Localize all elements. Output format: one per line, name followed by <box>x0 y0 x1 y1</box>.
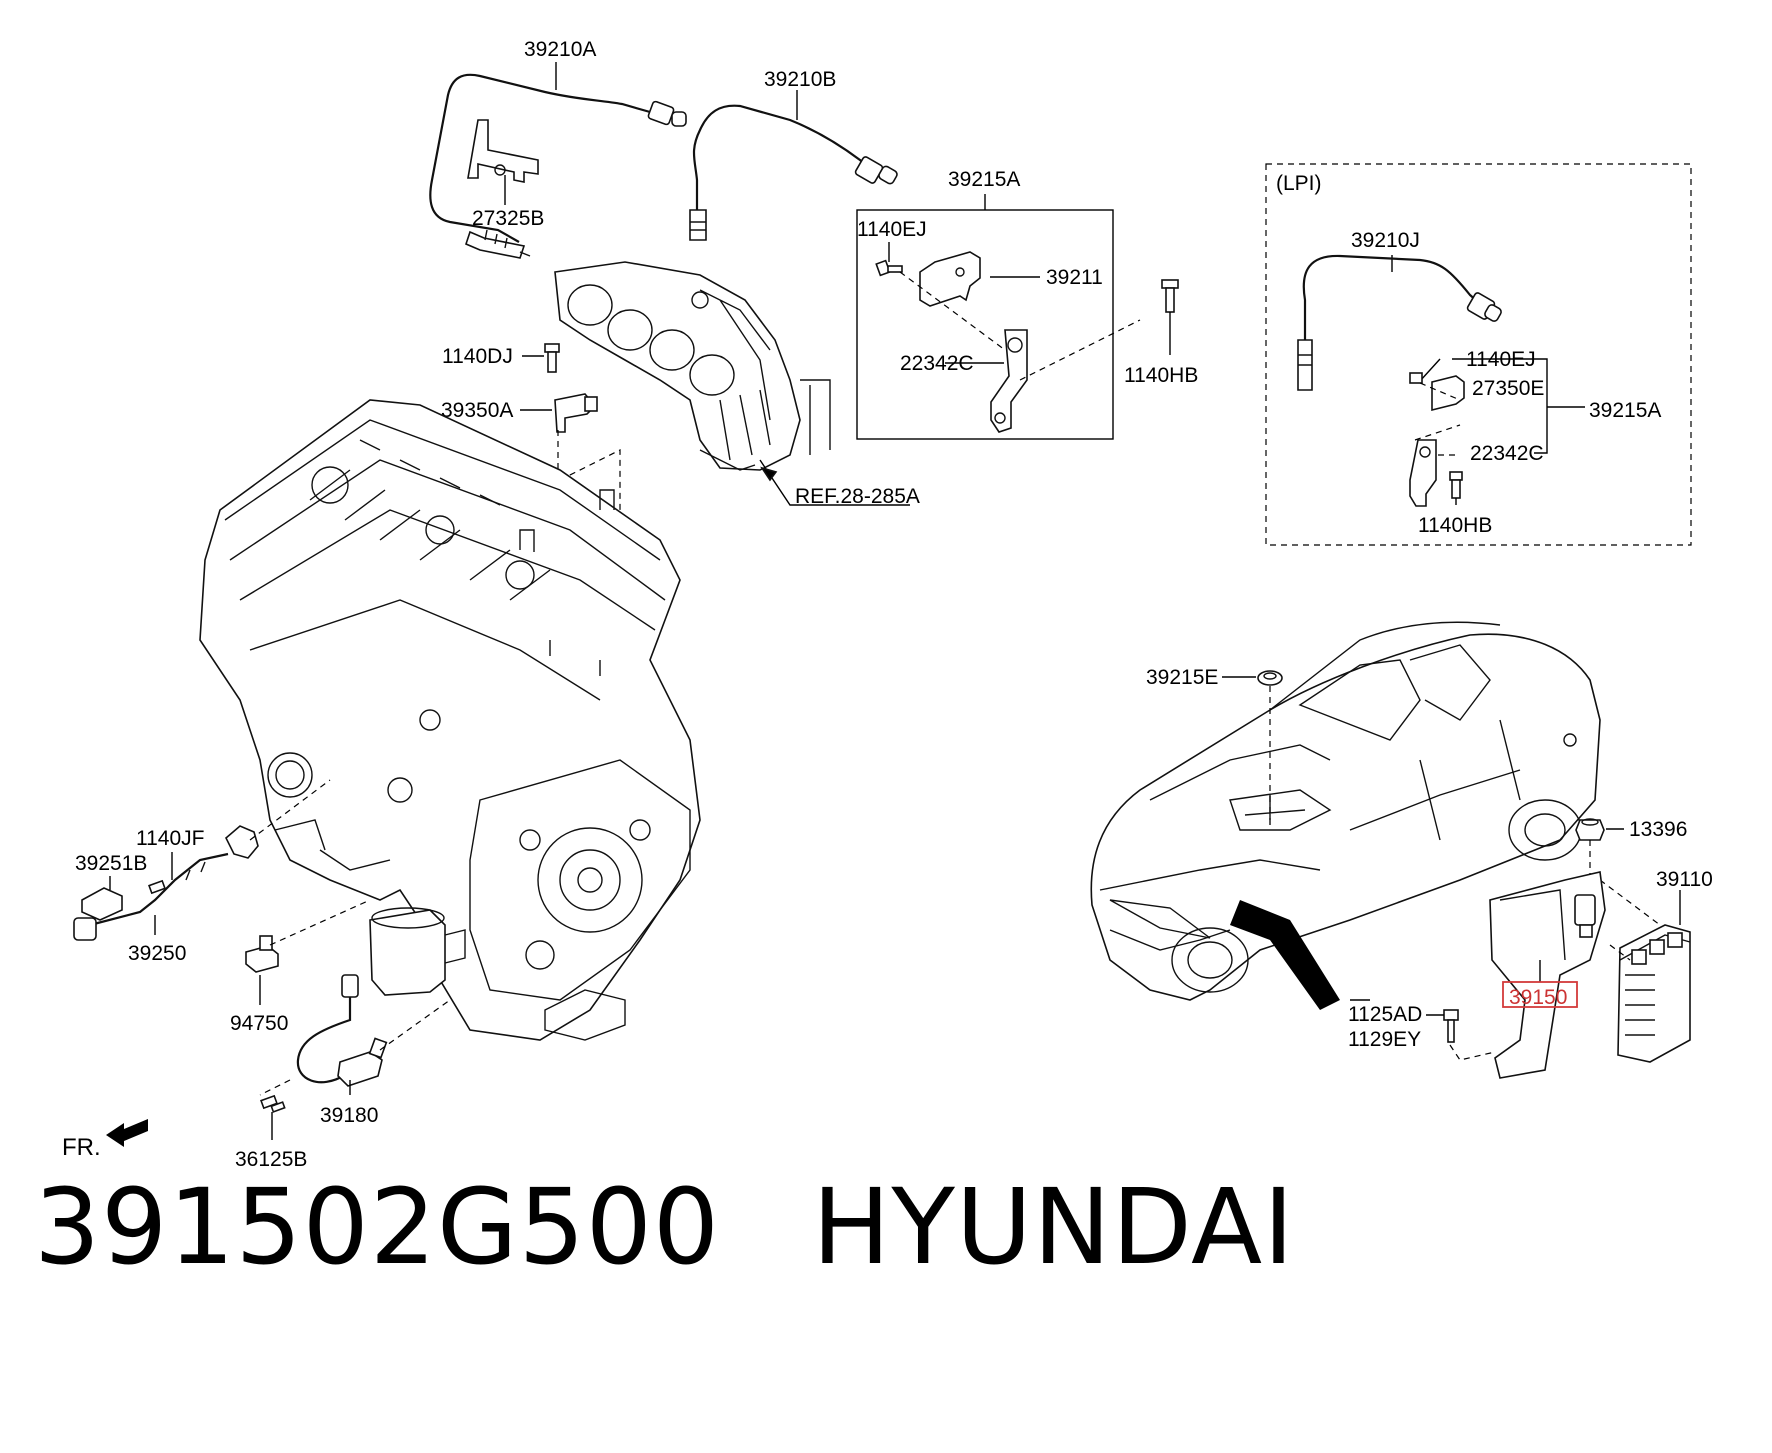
engine-assembly <box>199 399 701 1041</box>
front-arrow-icon <box>106 1119 148 1147</box>
oxygen-sensor-39210J[interactable] <box>1297 254 1503 391</box>
label-1140JF: 1140JF <box>136 827 205 850</box>
label-36125B: 36125B <box>235 1148 307 1171</box>
label-39215E: 39215E <box>1146 666 1218 689</box>
label-1140HB-top: 1140HB <box>1124 364 1198 387</box>
label-39210B: 39210B <box>764 68 836 91</box>
label-1140EJ-top: 1140EJ <box>857 218 927 241</box>
ref-label: REF.28-285A <box>795 485 920 508</box>
label-39210J: 39210J <box>1351 229 1420 252</box>
label-1140DJ: 1140DJ <box>442 345 513 368</box>
grommet-39215E[interactable] <box>1257 670 1283 686</box>
label-39180: 39180 <box>320 1104 378 1127</box>
lpi-box <box>1265 163 1692 546</box>
knock-sensor-harness-39250[interactable] <box>73 825 259 941</box>
label-27350E: 27350E <box>1472 377 1544 400</box>
label-39210A: 39210A <box>524 38 596 61</box>
car-body <box>1090 621 1601 1001</box>
crank-position-sensor-39180[interactable] <box>296 974 388 1087</box>
label-39215A-lpi: 39215A <box>1589 399 1661 422</box>
caption: 391502G500 HYUNDAI <box>34 1152 1295 1302</box>
label-39110: 39110 <box>1656 868 1713 891</box>
label-94750: 94750 <box>230 1012 288 1035</box>
bolt-36125B[interactable] <box>260 1094 286 1113</box>
brand-name: HYUNDAI <box>812 1166 1295 1288</box>
label-1129EY: 1129EY <box>1348 1028 1421 1051</box>
bolt-1125AD[interactable] <box>1443 1009 1459 1043</box>
label-13396: 13396 <box>1629 818 1687 841</box>
label-lpi: (LPI) <box>1276 172 1322 195</box>
label-fr: FR. <box>62 1134 101 1161</box>
oil-pressure-switch-94750[interactable] <box>245 935 279 973</box>
label-1125AD: 1125AD <box>1348 1003 1422 1026</box>
exhaust-manifold[interactable] <box>554 261 831 471</box>
label-39251B: 39251B <box>75 852 147 875</box>
ecu-39110[interactable] <box>1617 924 1691 1063</box>
oxygen-sensor-39210A[interactable] <box>429 73 687 259</box>
label-39215A-top: 39215A <box>948 168 1020 191</box>
bracket-39251B[interactable] <box>81 879 166 921</box>
label-39250: 39250 <box>128 942 186 965</box>
bracket-22342C[interactable] <box>990 329 1028 433</box>
bracket-39211[interactable] <box>919 251 981 307</box>
label-22342C-top: 22342C <box>900 352 974 375</box>
label-39150[interactable]: 39150 <box>1509 986 1567 1009</box>
cam-position-sensor-39350A[interactable] <box>554 393 598 433</box>
bolt-1140HB-lpi[interactable] <box>1449 471 1463 499</box>
label-27325B: 27325B <box>472 207 544 230</box>
bolt-1140DJ[interactable] <box>544 343 560 373</box>
highlight-box-39150 <box>1502 981 1578 1008</box>
bracket-lpi[interactable] <box>1409 372 1465 507</box>
label-22342C-lpi: 22342C <box>1470 442 1544 465</box>
oxygen-sensor-39210B[interactable] <box>689 104 898 241</box>
part-number: 391502G500 <box>34 1166 721 1288</box>
bolt-1140HB[interactable] <box>1161 279 1179 313</box>
ecu-bracket-39150[interactable] <box>1489 871 1606 1079</box>
nut-13396[interactable] <box>1575 818 1605 841</box>
bolt-1140EJ[interactable] <box>875 259 903 277</box>
label-39350A: 39350A <box>441 399 513 422</box>
group-box-39215A <box>856 209 1114 440</box>
label-1140HB-lpi: 1140HB <box>1418 514 1492 537</box>
bracket-27325B[interactable] <box>467 119 539 183</box>
label-39211: 39211 <box>1046 266 1103 289</box>
